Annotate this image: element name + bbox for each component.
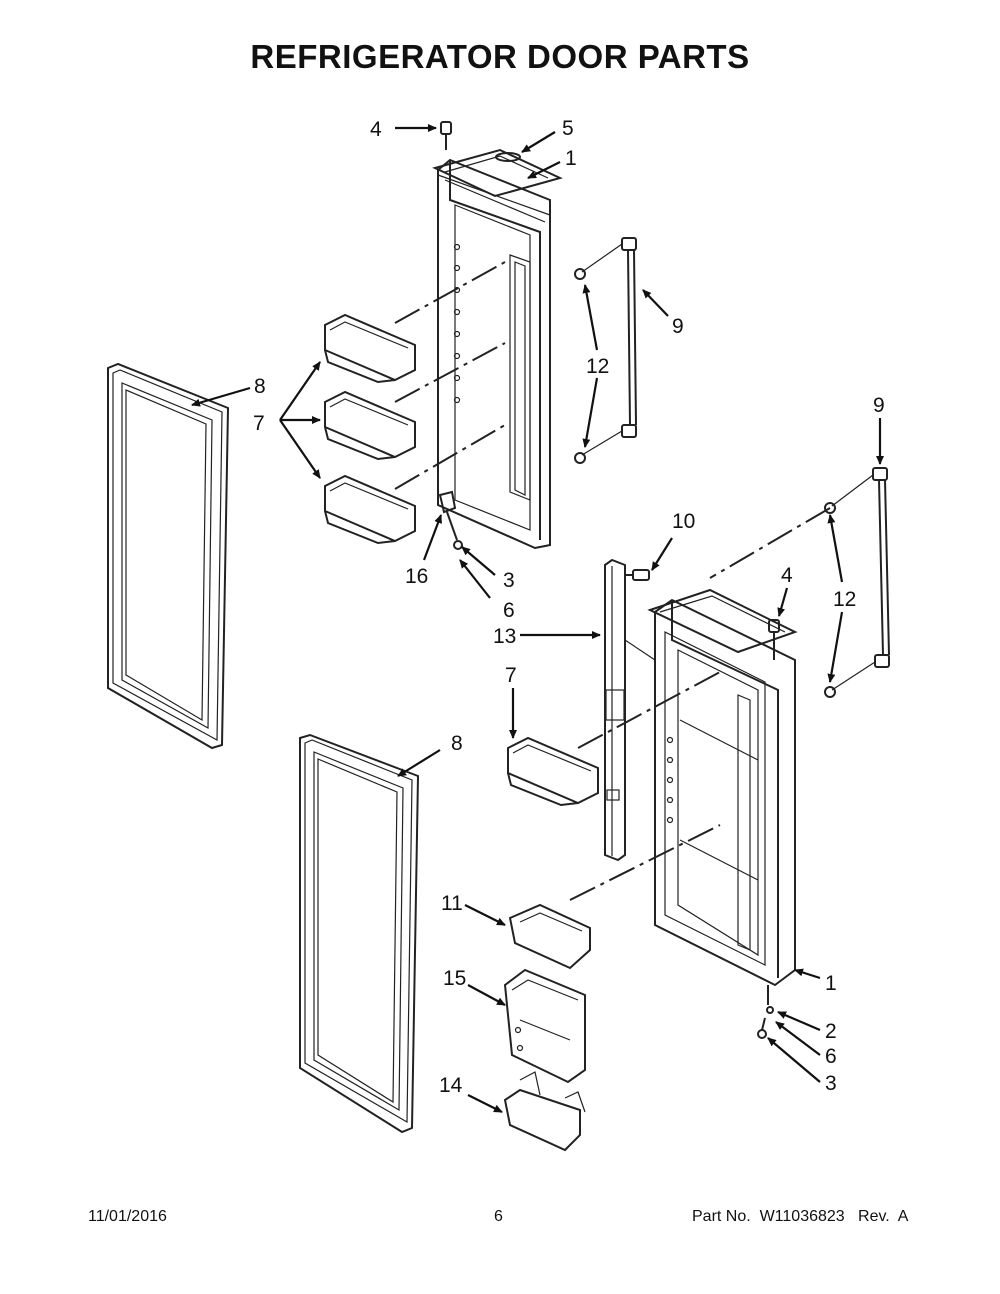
page-title: REFRIGERATOR DOOR PARTS [250, 38, 750, 75]
drip-tray-part-14 [503, 1071, 586, 1152]
door-gasket-upper [107, 362, 230, 750]
ice-bin-part-11 [508, 824, 721, 970]
callout-10: 10 [672, 510, 695, 533]
hinge-pin-part-4-lower [768, 619, 780, 660]
left-door-shelf-supports [453, 243, 461, 404]
door-bin-lower [324, 474, 416, 545]
door-bin-upper [324, 313, 416, 384]
callout-12: 12 [833, 588, 856, 611]
door-handle-upper [574, 237, 637, 464]
footer-date: 11/01/2016 [88, 1208, 167, 1225]
callout-3: 3 [503, 569, 515, 592]
callout-arrows [191, 124, 884, 1113]
right-door-shelf-supports [666, 736, 674, 824]
callout-14: 14 [439, 1074, 463, 1097]
callout-6: 6 [825, 1045, 837, 1068]
callout-1: 1 [565, 147, 577, 170]
callout-numbers: 4 5 1 9 12 8 7 16 3 6 9 10 4 12 13 7 8 1… [253, 117, 885, 1097]
callout-9: 9 [873, 394, 885, 417]
callout-5: 5 [562, 117, 574, 140]
hinge-washer-part-5 [495, 152, 521, 162]
callout-13: 13 [493, 625, 516, 648]
door-handle-lower [709, 467, 890, 698]
right-door-bottom-hinge-parts [757, 985, 774, 1039]
callout-4: 4 [781, 564, 793, 587]
bin-alignment-lines-left [394, 261, 506, 490]
callout-8: 8 [451, 732, 463, 755]
footer-part-number: Part No. W11036823 Rev. A [692, 1208, 909, 1225]
dispenser-housing-part-15 [503, 968, 586, 1084]
callout-1: 1 [825, 972, 837, 995]
callout-7: 7 [253, 412, 265, 435]
callout-16: 16 [405, 565, 428, 588]
callout-6: 6 [503, 599, 515, 622]
callout-15: 15 [443, 967, 466, 990]
callout-12: 12 [586, 355, 609, 378]
callout-8: 8 [254, 375, 266, 398]
left-door-liner [437, 158, 551, 550]
footer-page-number: 6 [494, 1208, 503, 1225]
door-bin-right [507, 671, 721, 807]
hinge-pin-part-4-upper [440, 121, 452, 150]
callout-2: 2 [825, 1020, 837, 1043]
left-door-bottom-hinge-parts [438, 490, 463, 550]
door-gasket-lower [299, 733, 420, 1134]
left-door-top-cap-part-1 [432, 148, 563, 198]
door-bin-middle [324, 390, 416, 461]
callout-7: 7 [505, 664, 517, 687]
callout-4: 4 [370, 118, 382, 141]
callout-9: 9 [672, 315, 684, 338]
callout-3: 3 [825, 1072, 837, 1095]
screw-part-10 [625, 569, 650, 581]
callout-11: 11 [441, 892, 463, 915]
dispenser-channel [604, 558, 656, 862]
right-door-top-cap-part-1 [647, 588, 798, 654]
